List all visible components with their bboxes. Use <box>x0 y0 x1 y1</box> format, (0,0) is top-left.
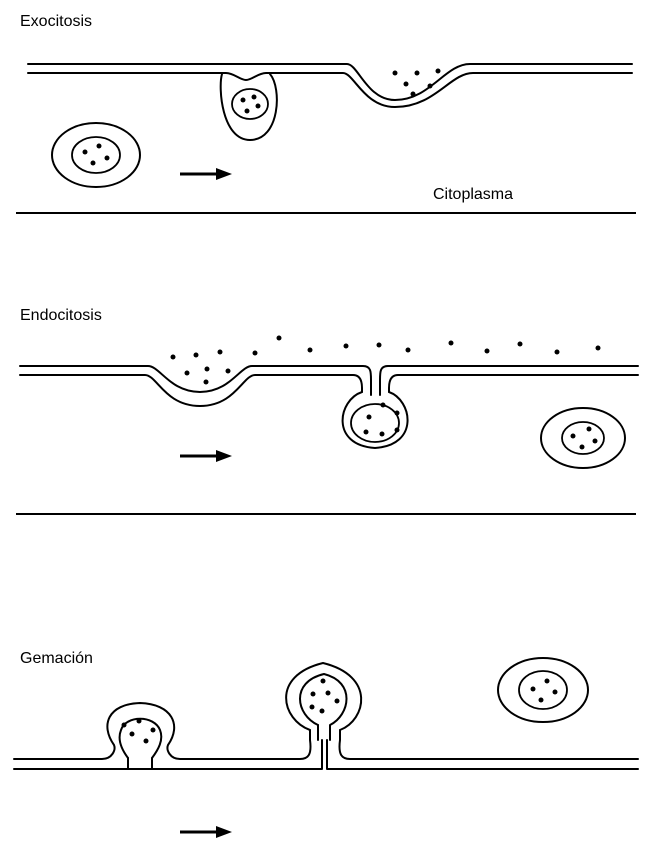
cargo-dot <box>403 81 409 87</box>
exocytosis-panel: Exocitosis Citoplasma <box>16 13 636 214</box>
cargo-dot <box>255 103 261 109</box>
budding-panel: Gemación <box>13 650 639 838</box>
cargo-dot <box>96 143 102 149</box>
cargo-dot <box>538 697 544 703</box>
cargo-dot <box>319 708 325 714</box>
cargo-dot <box>448 340 454 346</box>
cargo-dot <box>204 366 210 372</box>
cargo-dot <box>544 678 550 684</box>
exocytosis-membrane-outer <box>27 63 633 101</box>
endocytosis-membrane-outer-right <box>379 365 639 396</box>
budding-membrane-outer <box>13 702 312 760</box>
cargo-dot <box>363 429 369 435</box>
cargo-dot <box>427 83 433 89</box>
cargo-dot <box>517 341 523 347</box>
cargo-dot <box>143 738 149 744</box>
endocytosis-panel: Endocitosis <box>16 307 639 515</box>
endocytic-vesicle-outer <box>341 391 409 449</box>
released-bud-outer <box>497 657 589 723</box>
cargo-dot <box>252 350 258 356</box>
cargo-dot <box>376 342 382 348</box>
cargo-dot <box>150 727 156 733</box>
cargo-dot <box>484 348 490 354</box>
free-vesicle-core <box>71 136 121 174</box>
endocytosis-membrane-inner <box>19 374 363 407</box>
cargo-dot <box>366 414 372 420</box>
cargo-dot <box>217 349 223 355</box>
endocytosis-title: Endocitosis <box>20 307 102 324</box>
cargo-dot <box>136 718 142 724</box>
first-bud-inner <box>118 717 163 759</box>
cargo-dot <box>310 691 316 697</box>
released-bud-core <box>518 670 568 710</box>
cargo-dot <box>193 352 199 358</box>
cargo-dot <box>184 370 190 376</box>
cargo-dot <box>121 722 127 728</box>
cargo-dot <box>554 349 560 355</box>
direction-arrow-icon <box>180 168 232 180</box>
cargo-dot <box>244 108 250 114</box>
cargo-dot <box>276 335 282 341</box>
cargo-dot <box>325 690 331 696</box>
cargo-dot <box>170 354 176 360</box>
cargo-dot <box>251 94 257 100</box>
first-bud-inner-stem <box>127 757 153 770</box>
cargo-dot <box>586 426 592 432</box>
endocytosis-membrane-outer <box>19 365 372 396</box>
cargo-dot <box>435 68 441 74</box>
free-vesicle-outer <box>51 122 141 188</box>
cargo-dot <box>570 433 576 439</box>
internalized-vesicle-outer <box>540 407 626 469</box>
fusing-vesicle-membrane <box>219 73 278 141</box>
direction-arrow-icon <box>180 826 232 838</box>
cargo-dot <box>90 160 96 166</box>
cargo-dot <box>309 704 315 710</box>
cytoplasm-label: Citoplasma <box>433 186 513 203</box>
cargo-dot <box>343 343 349 349</box>
cargo-dot <box>225 368 231 374</box>
cargo-dot <box>530 686 536 692</box>
second-bud-inner <box>299 673 348 741</box>
cargo-dot <box>129 731 135 737</box>
direction-arrow-icon <box>180 450 232 462</box>
cargo-dot <box>410 91 416 97</box>
cargo-dot <box>379 431 385 437</box>
exocytosis-title: Exocitosis <box>20 13 92 30</box>
cargo-dot <box>394 427 400 433</box>
cargo-dot <box>394 410 400 416</box>
cargo-dot <box>307 347 313 353</box>
endocytic-vesicle-core <box>350 403 400 443</box>
cargo-dot <box>240 97 246 103</box>
cargo-dot <box>380 402 386 408</box>
cargo-dot <box>334 698 340 704</box>
second-bud-outer <box>285 662 363 731</box>
budding-title: Gemación <box>20 650 93 667</box>
cargo-dot <box>82 149 88 155</box>
cargo-dot <box>104 155 110 161</box>
cargo-dot <box>595 345 601 351</box>
cargo-dot <box>414 70 420 76</box>
cargo-dot <box>592 438 598 444</box>
budding-membrane-inner <box>13 739 639 770</box>
endocytosis-membrane-inner-right <box>388 374 639 393</box>
cargo-dot <box>320 678 326 684</box>
cargo-dot <box>405 347 411 353</box>
cargo-dot <box>203 379 209 385</box>
cargo-dot <box>392 70 398 76</box>
cargo-dot <box>579 444 585 450</box>
internalized-vesicle-core <box>561 421 605 455</box>
cargo-dot <box>552 689 558 695</box>
exocytosis-membrane-inner <box>27 72 633 108</box>
budding-membrane-outer-right <box>338 729 639 760</box>
fusing-vesicle-core <box>231 88 269 120</box>
